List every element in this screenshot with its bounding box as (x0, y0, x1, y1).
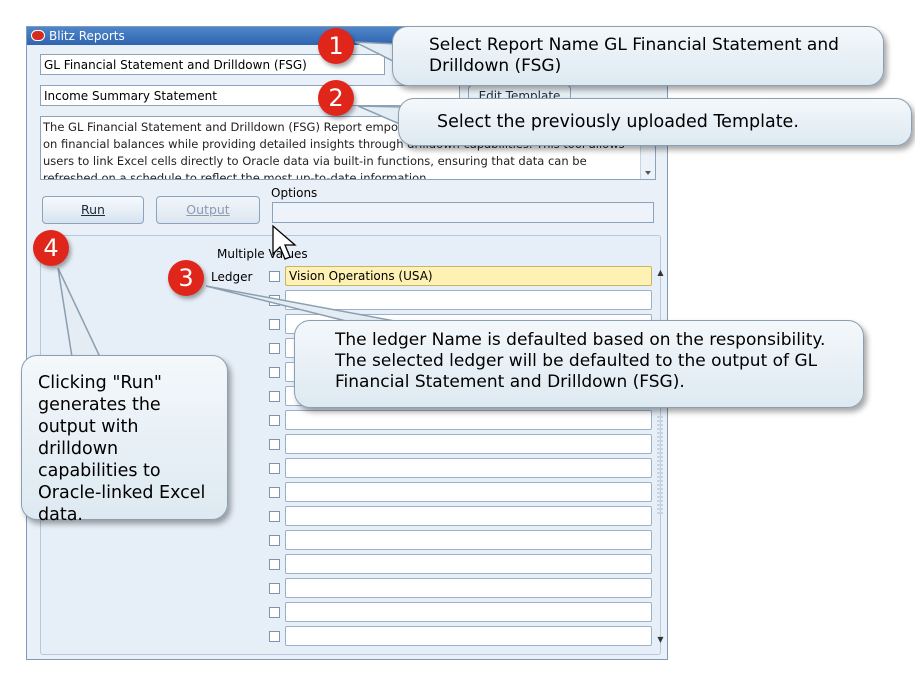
template-field[interactable]: Income Summary Statement (40, 85, 460, 106)
checkbox[interactable] (269, 439, 280, 450)
checkbox[interactable] (269, 559, 280, 570)
output-label: Output (186, 202, 230, 217)
checkbox[interactable] (269, 367, 280, 378)
checkbox[interactable] (269, 319, 280, 330)
callout-1-text: Select Report Name GL Financial Statemen… (429, 35, 839, 76)
checkbox[interactable] (269, 343, 280, 354)
scroll-grip[interactable] (657, 416, 663, 516)
scroll-up-icon[interactable]: ▲ (657, 268, 664, 277)
parameter-value-field[interactable] (285, 506, 652, 526)
scroll-arrows-icon (645, 171, 651, 175)
parameter-value-field[interactable] (285, 434, 652, 454)
oracle-logo-icon (31, 30, 45, 41)
checkbox[interactable] (269, 607, 280, 618)
ledger-label: Ledger (211, 270, 253, 284)
checkbox[interactable] (269, 511, 280, 522)
callout-1: Select Report Name GL Financial Statemen… (392, 26, 884, 86)
parameter-value-field[interactable] (285, 626, 652, 646)
window-title: Blitz Reports (49, 29, 125, 43)
step-2-badge: 2 (318, 80, 354, 116)
callout-4-text: Clicking "Run" generates the output with… (38, 373, 206, 525)
checkbox[interactable] (269, 487, 280, 498)
step-4-badge: 4 (33, 230, 69, 266)
mouse-pointer-icon (272, 224, 297, 260)
step-1-badge: 1 (318, 28, 354, 64)
run-button[interactable]: Run (42, 196, 144, 224)
callout-2: Select the previously uploaded Template. (398, 98, 912, 146)
output-button: Output (156, 196, 260, 224)
checkbox[interactable] (269, 391, 280, 402)
report-name-field[interactable]: GL Financial Statement and Drilldown (FS… (40, 54, 385, 75)
checkbox[interactable] (269, 415, 280, 426)
step-3-badge: 3 (168, 260, 204, 296)
checkbox[interactable] (269, 271, 280, 282)
parameter-value-field[interactable] (285, 458, 652, 478)
callout-3: The ledger Name is defaulted based on th… (294, 320, 864, 408)
ledger-value-field[interactable]: Vision Operations (USA) (285, 266, 652, 286)
parameter-value-field[interactable] (285, 602, 652, 622)
callout-4: Clicking "Run" generates the output with… (21, 355, 228, 525)
scroll-down-icon[interactable]: ▼ (657, 635, 664, 644)
parameters-scrollbar[interactable]: ▲ ▼ (654, 266, 667, 646)
parameter-value-field[interactable] (285, 482, 652, 502)
options-label: Options (271, 186, 318, 200)
checkbox[interactable] (269, 535, 280, 546)
checkbox[interactable] (269, 463, 280, 474)
callout-3-text: The ledger Name is defaulted based on th… (335, 330, 826, 392)
options-field[interactable] (272, 202, 654, 223)
run-label: Run (81, 202, 105, 217)
parameter-value-field[interactable] (285, 554, 652, 574)
parameter-value-field[interactable] (285, 410, 652, 430)
checkbox[interactable] (269, 631, 280, 642)
callout-2-text: Select the previously uploaded Template. (437, 112, 799, 132)
checkbox[interactable] (269, 583, 280, 594)
parameter-value-field[interactable] (285, 578, 652, 598)
parameter-value-field[interactable] (285, 530, 652, 550)
